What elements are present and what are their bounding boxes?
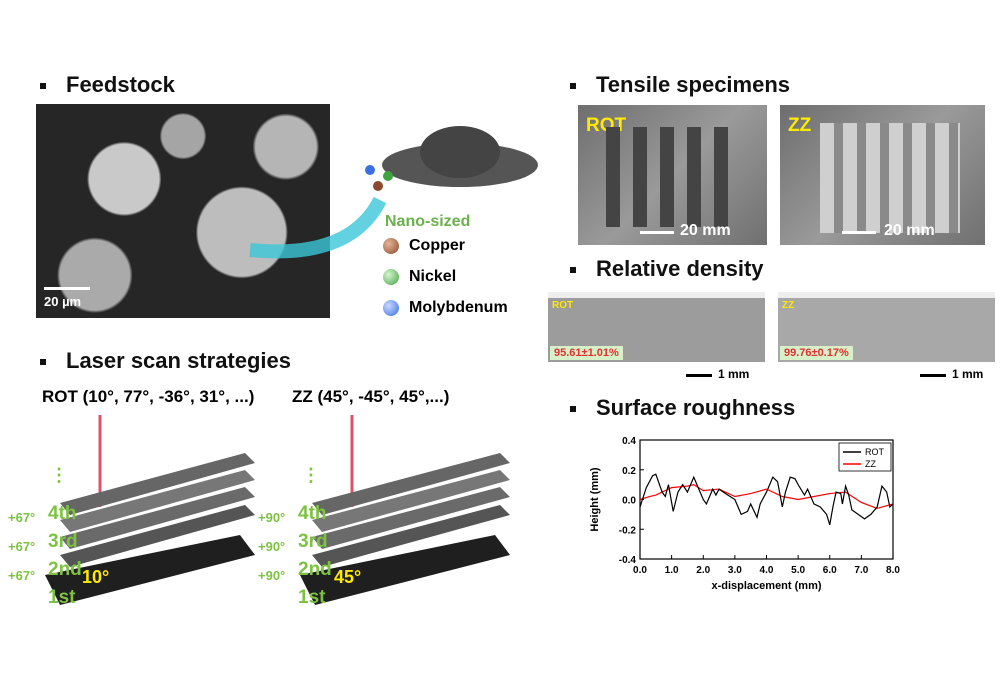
x-tick-label: 0.0	[633, 565, 647, 576]
density-heading: Relative density	[570, 256, 764, 282]
zz-density-scale: 1 mm	[952, 367, 984, 381]
rot-increments: +67°+67°+67°	[8, 510, 36, 583]
rot-density-image: ROT 95.61±1.01%	[548, 292, 765, 362]
roughness-heading: Surface roughness	[570, 395, 795, 421]
x-tick-label: 1.0	[665, 565, 679, 576]
x-axis-label: x-displacement (mm)	[711, 580, 821, 592]
powder-illustration	[249, 126, 538, 259]
legend-label: ROT	[865, 447, 885, 457]
legend-box	[838, 442, 892, 472]
tensile-heading: Tensile specimens	[570, 72, 790, 98]
rot-dots: ⋮	[50, 465, 68, 485]
rot-diagram	[45, 415, 255, 605]
y-tick-label: -0.4	[619, 555, 637, 566]
x-tick-label: 5.0	[791, 565, 805, 576]
y-tick-label: 0.2	[622, 466, 636, 477]
sem-scale-bar: 20 µm	[44, 294, 82, 309]
sem-image: 20 µm	[36, 104, 330, 318]
roughness-chart: 0.0 1.0 2.0 3.0 4.0 5.0 6.0 7.0 8.0 -0.4 -0.2 0.0 0.…	[589, 436, 900, 592]
legend-nickel: Nickel	[383, 268, 456, 286]
rot-strategy-label: ROT (10°, 77°, -36°, 31°, ...)	[42, 387, 255, 406]
zz-tensile-photo: ZZ 20 mm	[780, 105, 985, 245]
zz-strategy-label: ZZ (45°, -45°, 45°,...)	[292, 387, 450, 406]
series-line-zz	[639, 483, 894, 510]
y-tick-label: 0.4	[622, 436, 636, 447]
legend-label: ZZ	[865, 459, 876, 469]
rot-first-angle: 10°	[82, 567, 110, 587]
rot-tensile-photo: ROT 20 mm	[578, 105, 767, 245]
x-tick-label: 4.0	[760, 565, 774, 576]
legend-molybdenum: Molybdenum	[383, 299, 508, 317]
zz-increments: +90°+90°+90°	[258, 510, 286, 583]
y-axis-label: Height (mm)	[589, 467, 601, 532]
nano-sized-label: Nano-sized	[385, 213, 471, 230]
zz-dots: ⋮	[302, 465, 320, 485]
series-line-rot	[639, 473, 894, 525]
x-tick-label: 6.0	[823, 565, 837, 576]
rot-density-scale: 1 mm	[718, 367, 750, 381]
y-tick-label: 0.0	[622, 496, 636, 507]
scan-diagrams	[45, 415, 510, 605]
x-tick-label: 8.0	[886, 565, 900, 576]
x-tick-label: 2.0	[696, 565, 710, 576]
laser-heading: Laser scan strategies	[40, 348, 291, 374]
y-tick-label: -0.2	[619, 525, 637, 536]
x-tick-label: 3.0	[728, 565, 742, 576]
zz-diagram	[300, 415, 510, 605]
legend-copper: Copper	[383, 237, 465, 255]
zz-first-angle: 45°	[334, 567, 362, 587]
zz-density-image: ZZ 99.76±0.17%	[778, 292, 995, 362]
feedstock-heading: Feedstock	[40, 72, 175, 98]
x-tick-label: 7.0	[854, 565, 868, 576]
